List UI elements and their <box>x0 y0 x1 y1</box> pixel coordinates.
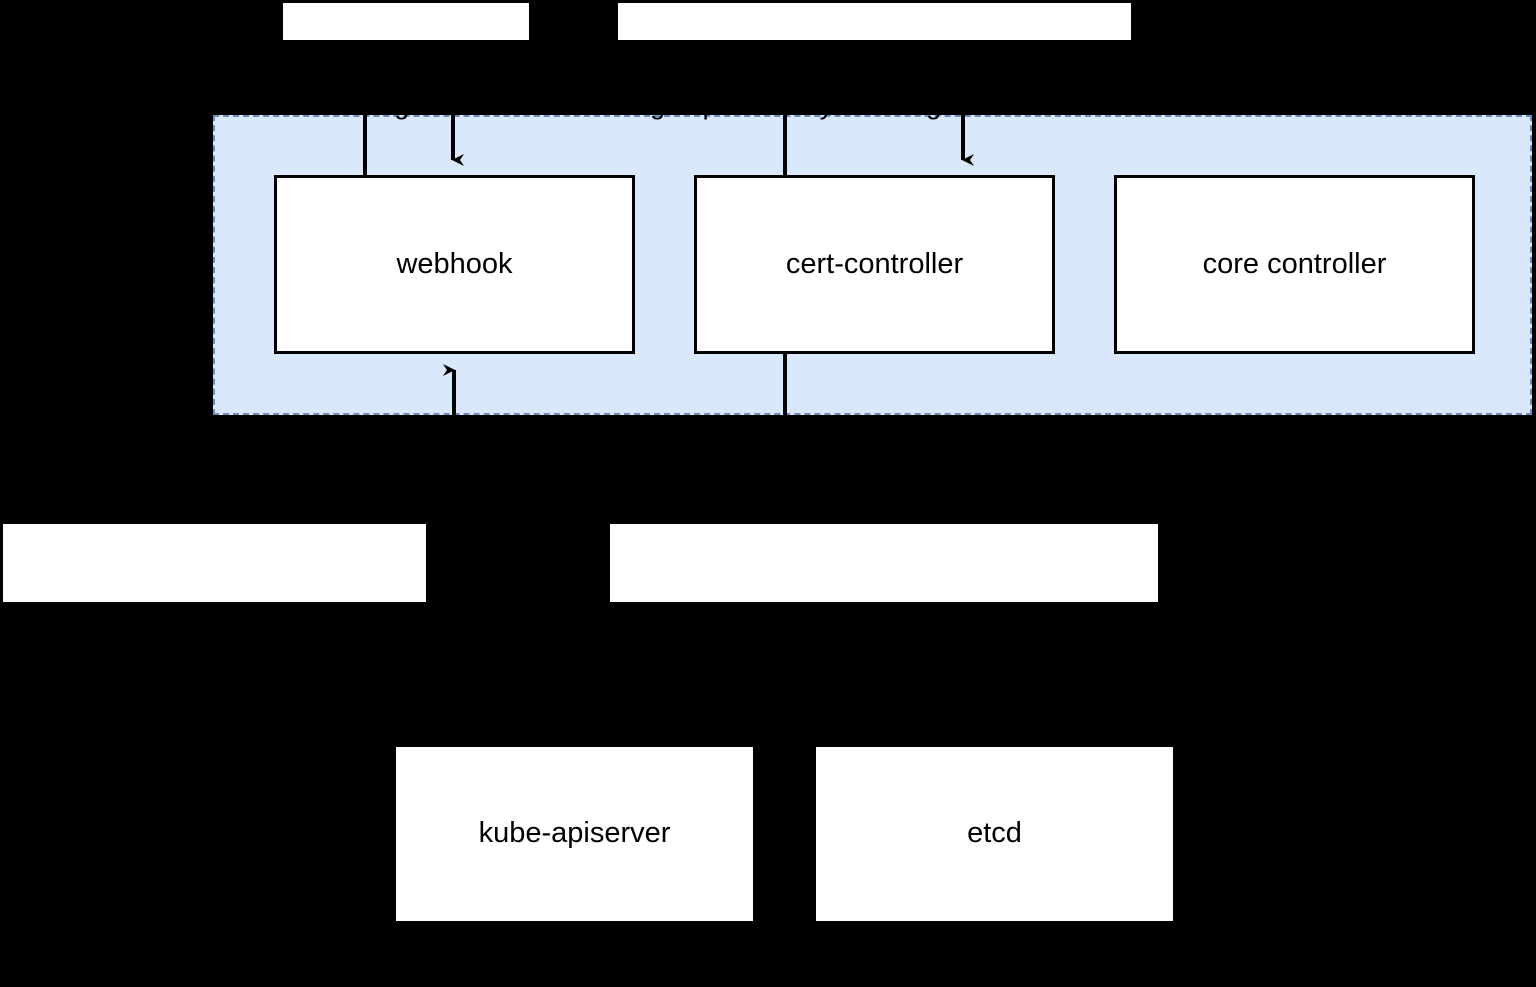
edge-label-line: 5. send conversion/validating <box>40 611 389 642</box>
node-webhook[interactable]: webhook <box>274 175 635 354</box>
edge-label-write-tls-secret: 2. write TLS secret 3. update caBundle i… <box>610 524 1158 764</box>
node-kube-apiserver-label: kube-apiserver <box>478 817 671 850</box>
node-etcd[interactable]: etcd <box>816 747 1173 921</box>
node-cert-controller-label: cert-controller <box>785 247 964 280</box>
node-etcd-label: etcd <box>967 817 1022 850</box>
edge-label-line: 2. write TLS secret <box>612 611 837 642</box>
node-cert-controller[interactable]: cert-controller <box>694 175 1055 354</box>
edge-label-line: webhook <box>160 734 269 765</box>
node-kube-apiserver[interactable]: kube-apiserver <box>396 747 753 921</box>
node-core-controller[interactable]: core controller <box>1114 175 1475 354</box>
edge-label-line: 1. gen private key / self-signed cert <box>620 90 1039 121</box>
edge-label-gen-private-key: 1. gen private key / self-signed cert <box>618 3 1131 120</box>
node-core-controller-label: core controller <box>1202 247 1387 280</box>
node-webhook-label: webhook <box>396 247 513 280</box>
edge-label-send-conversion-validating-webhook: 5. send conversion/validating webhook <box>3 524 426 764</box>
edge-label-line: 4. configure TLS <box>307 90 505 121</box>
edge-label-configure-tls: 4. configure TLS <box>283 3 529 120</box>
